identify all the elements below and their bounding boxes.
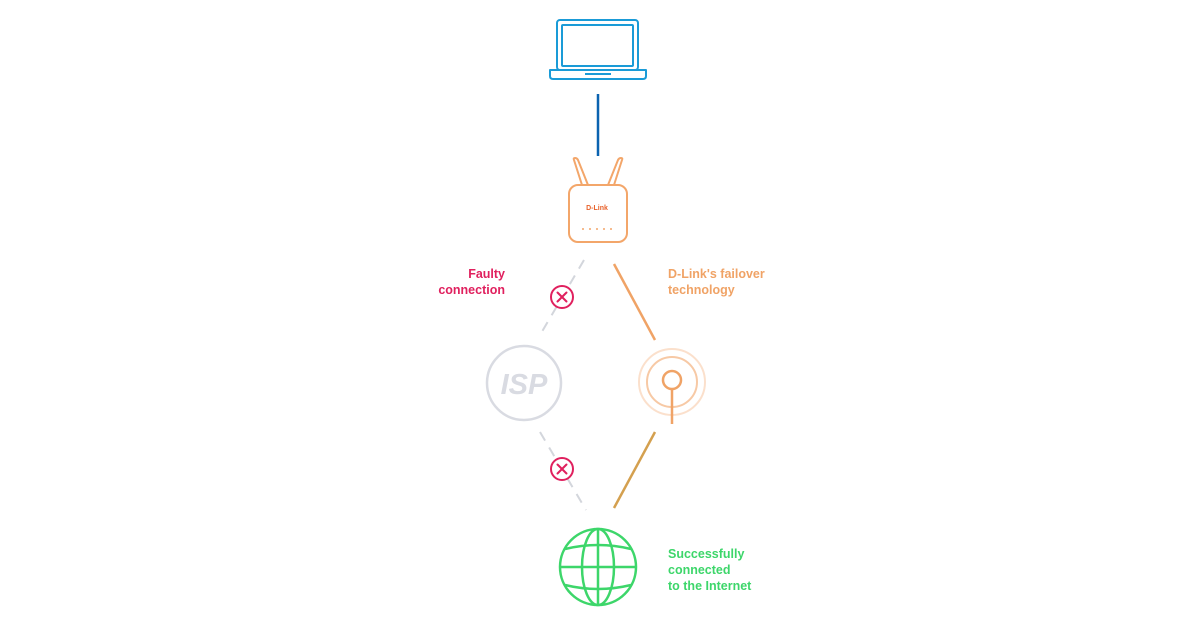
laptop-icon bbox=[549, 19, 647, 80]
cellular-antenna-icon bbox=[638, 348, 706, 424]
globe-icon bbox=[558, 527, 638, 607]
connected-status-label: Successfully connected to the Internet bbox=[668, 547, 752, 593]
cellular-globe-link bbox=[612, 431, 657, 509]
router-led-dots bbox=[582, 228, 612, 230]
isp-icon bbox=[485, 344, 563, 422]
isp-label: ISP bbox=[501, 369, 548, 401]
x-circle-icon bbox=[550, 285, 574, 309]
router-cellular-link bbox=[612, 263, 657, 341]
router-icon bbox=[568, 157, 628, 243]
x-circle-icon bbox=[550, 457, 574, 481]
router-brand-label: D-Link bbox=[586, 205, 608, 212]
faulty-connection-label: Faulty connection bbox=[438, 267, 505, 297]
failover-technology-label: D-Link's failover technology bbox=[668, 267, 765, 297]
